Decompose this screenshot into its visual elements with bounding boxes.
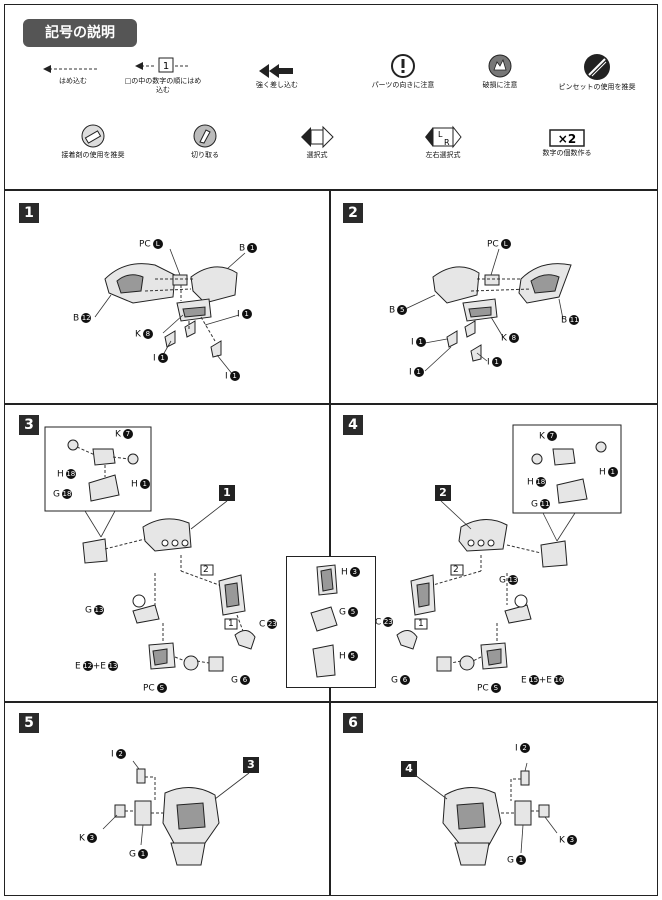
order-box-2: 2 xyxy=(203,565,209,575)
step-5-diagram xyxy=(102,760,250,866)
lr-select-icon: LR xyxy=(425,125,462,149)
multiply-icon: ×2 xyxy=(549,129,585,147)
reference-step: 4 xyxy=(401,761,417,777)
legend-item-glue: 接着剤の使用を推奨 xyxy=(53,123,133,160)
step-number: 3 xyxy=(19,415,39,435)
step-4-panel: 4 2 xyxy=(330,404,658,702)
legend-item-tweezers: ピンセットの使用を推奨 xyxy=(557,53,637,92)
double-arrow-icon xyxy=(259,64,293,78)
tweezers-icon xyxy=(584,54,610,80)
legend-item-order: 1 □の中の数字の順にはめ込む xyxy=(123,57,203,95)
order-box-1: 1 xyxy=(228,619,234,629)
cut-icon xyxy=(193,124,217,148)
boxed-number-arrow-icon: 1 xyxy=(135,57,189,73)
order-box-2: 2 xyxy=(453,565,459,575)
step-number: 4 xyxy=(343,415,363,435)
legend-title: 記号の説明 xyxy=(23,19,137,47)
step-3-diagram xyxy=(44,426,256,672)
svg-text:×2: ×2 xyxy=(558,132,576,146)
legend-item-push: 強く差し込む xyxy=(237,63,317,90)
step-4-diagram xyxy=(396,424,622,672)
order-box-1: 1 xyxy=(418,619,424,629)
reference-step: 3 xyxy=(243,757,259,773)
exclamation-icon xyxy=(391,54,415,78)
inset-diagram xyxy=(310,564,338,678)
svg-text:R: R xyxy=(444,138,450,147)
svg-text:1: 1 xyxy=(163,61,169,72)
step-number: 1 xyxy=(19,203,39,223)
step-number: 6 xyxy=(343,713,363,733)
step-6-diagram xyxy=(414,762,558,866)
step-3-panel: 3 1 xyxy=(4,404,330,702)
legend-item-direction: パーツの向きに注意 xyxy=(363,53,443,90)
legend-item-select: 選択式 xyxy=(277,125,357,160)
legend-item-cut: 切り取る xyxy=(165,123,245,160)
dashed-arrow-icon xyxy=(43,65,99,73)
legend-item-insert: はめ込む xyxy=(33,63,113,86)
legend-item-multiply: ×2 数字の個数作る xyxy=(527,129,607,158)
symbol-legend-panel: 記号の説明 はめ込む 1 □の中の数字の順にはめ込む 強く差し込む パーツの向き… xyxy=(4,4,658,190)
reference-step: 1 xyxy=(219,485,235,501)
reference-step: 2 xyxy=(435,485,451,501)
legend-item-breakage: 破損に注意 xyxy=(460,53,540,90)
breakage-icon xyxy=(488,54,512,78)
step-1-diagram xyxy=(94,248,246,376)
glue-icon xyxy=(81,124,105,148)
step-number: 2 xyxy=(343,203,363,223)
svg-text:L: L xyxy=(438,130,443,139)
select-icon xyxy=(301,125,334,149)
step-2-diagram xyxy=(400,248,572,372)
step-number: 5 xyxy=(19,713,39,733)
